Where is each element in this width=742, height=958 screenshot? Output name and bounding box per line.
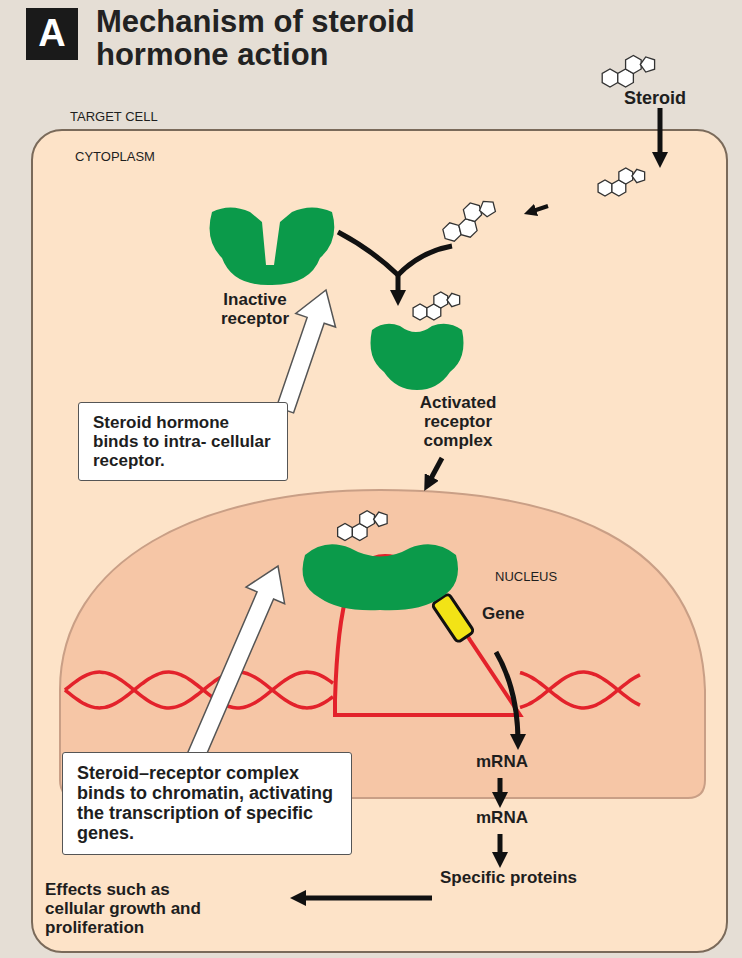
part-label: Gene [482,604,562,623]
flow-arrows [298,108,660,898]
callout-box: Steroid hormone binds to intra- cellular… [78,402,288,481]
callout-box: Steroid–receptor complex binds to chroma… [62,752,352,855]
product-label: Specific proteins [440,868,620,887]
product-label: mRNA [476,752,556,771]
steroid-molecule [438,198,500,244]
bound-receptor [303,544,458,610]
dna-helix [65,672,640,708]
effect-label: Effects such as cellular growth and prol… [45,880,217,937]
steroid-molecule [413,292,460,320]
dna-strand [520,672,640,707]
callout-arrows [182,290,336,774]
callout-text: Steroid–receptor complex binds to chroma… [77,763,337,844]
callout-arrow [182,566,285,774]
diagram-title: Mechanism of steroid hormone action [96,6,516,71]
dna-strand [520,673,640,708]
dna-strand [65,672,333,708]
region-label: TARGET CELL [70,110,270,125]
activated-receptor [371,324,464,390]
inactive-receptor [210,208,335,286]
region-label: NUCLEUS [495,570,645,585]
molecule-label: Steroid [590,88,720,108]
panel-badge [26,8,78,60]
region-label: CYTOPLASM [75,150,275,165]
target-cell [32,130,727,952]
part-label: Activated receptor complex [398,393,518,450]
panel-letter: A [26,12,78,55]
steroid-molecules [338,56,655,541]
callout-text: Steroid hormone binds to intra- cellular… [93,413,273,470]
product-label: mRNA [476,808,556,827]
dna-strand [65,672,333,708]
steroid-molecule [338,511,387,541]
steroid-molecule [602,56,654,88]
part-label: Inactive receptor [205,290,305,328]
steroid-molecule [598,168,645,196]
gene-box [432,593,474,642]
